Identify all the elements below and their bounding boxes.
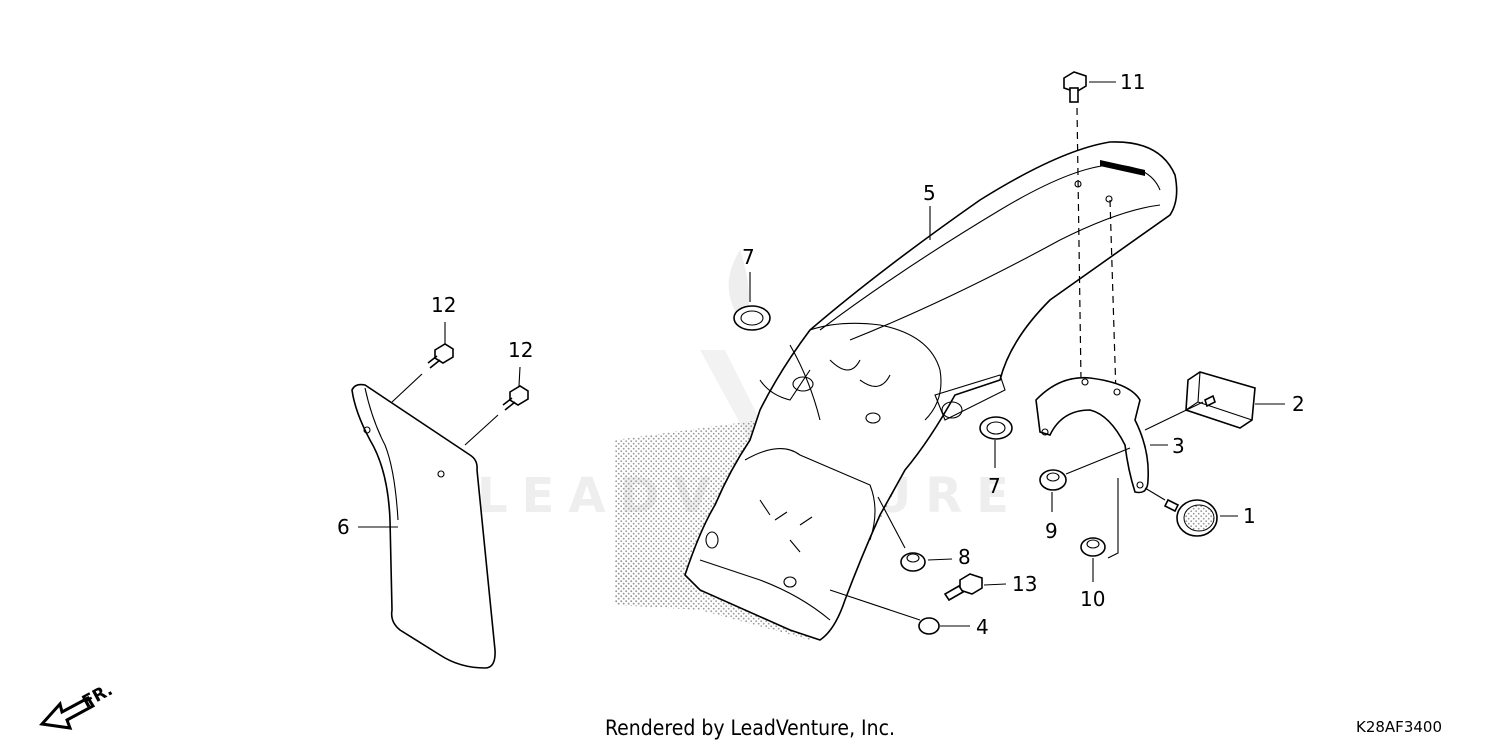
callout-9: 9 <box>1045 519 1058 543</box>
callout-11: 11 <box>1120 70 1145 94</box>
callout-12-upper: 12 <box>431 293 456 317</box>
diagram-code: K28AF3400 <box>1356 718 1442 736</box>
callout-3: 3 <box>1172 434 1185 458</box>
callout-7-upper: 7 <box>742 245 755 269</box>
callout-7-lower: 7 <box>988 474 1001 498</box>
nut-part-8[interactable] <box>877 496 953 572</box>
callout-2: 2 <box>1292 392 1305 416</box>
nut-part-9[interactable] <box>1039 447 1131 512</box>
callout-4: 4 <box>976 615 989 639</box>
reflector-part-2[interactable] <box>1144 371 1285 431</box>
bracket-part-3[interactable] <box>1035 376 1168 494</box>
grommet-part-7-lower[interactable] <box>979 416 1013 468</box>
grommet-part-7-upper[interactable] <box>733 272 771 331</box>
bolt-part-13[interactable] <box>943 573 1007 602</box>
bolt-part-11[interactable] <box>1063 71 1116 103</box>
callout-8: 8 <box>958 545 971 569</box>
screw-part-12-lower[interactable] <box>464 366 529 446</box>
side-cover-part-6[interactable] <box>351 383 496 669</box>
callout-1: 1 <box>1243 504 1256 528</box>
callout-13: 13 <box>1012 572 1037 596</box>
callout-12-lower: 12 <box>508 338 533 362</box>
callout-10: 10 <box>1080 587 1105 611</box>
render-credit: Rendered by LeadVenture, Inc. <box>605 716 895 740</box>
reflector-part-1[interactable] <box>1144 487 1238 537</box>
callout-labels: 1 2 3 4 5 6 7 7 8 9 10 11 12 12 13 <box>337 70 1305 639</box>
screw-part-12-upper[interactable] <box>391 322 454 403</box>
callout-5: 5 <box>923 181 936 205</box>
rear-fender-part-5[interactable] <box>684 141 1178 641</box>
nut-part-4[interactable] <box>829 589 970 635</box>
nut-part-10[interactable] <box>1080 478 1119 582</box>
callout-6: 6 <box>337 515 350 539</box>
